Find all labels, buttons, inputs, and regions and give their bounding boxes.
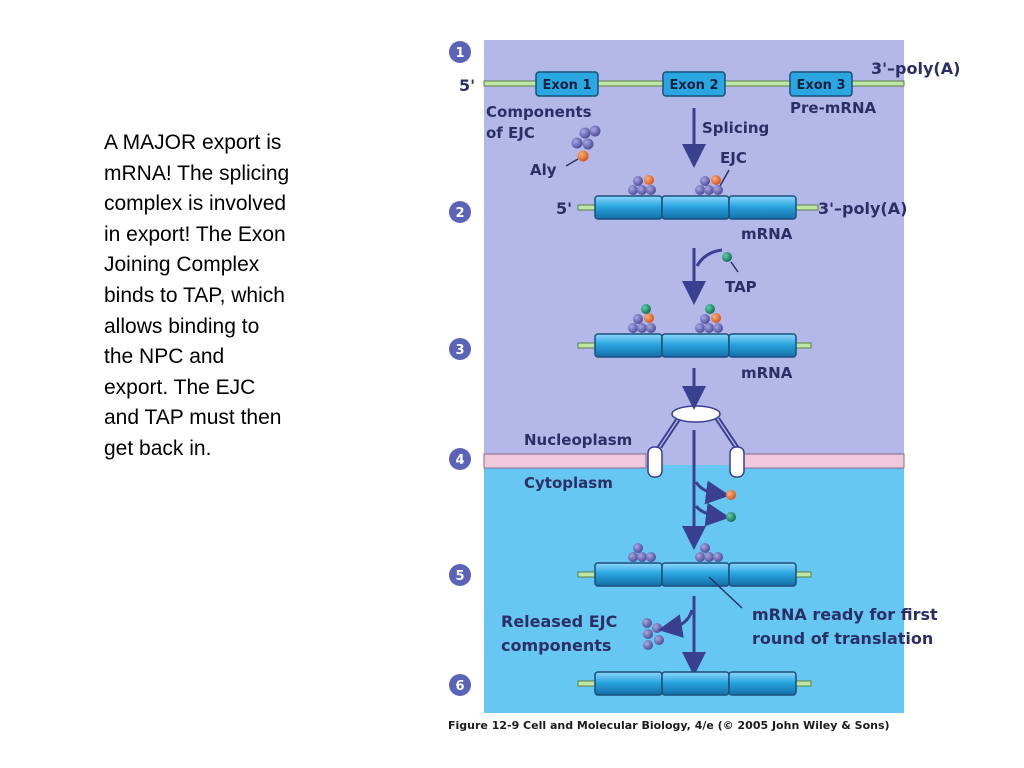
mrna-label-2: mRNA — [741, 225, 793, 243]
step-6-marker: 6 — [449, 674, 471, 696]
mrna-label-3: mRNA — [741, 364, 793, 382]
mrna-ready-label-line1: mRNA ready for first — [752, 605, 938, 624]
step-2-marker: 2 — [449, 201, 471, 223]
nuclear-pore-complex — [647, 405, 745, 478]
splicing-label: Splicing — [702, 119, 769, 137]
cytoplasm-label: Cytoplasm — [524, 474, 613, 492]
nuclear-envelope — [483, 453, 905, 469]
nucleoplasm-label: Nucleoplasm — [524, 431, 632, 449]
ejc-tap-complex-2 — [695, 304, 723, 333]
figure-caption: Figure 12-9 Cell and Molecular Biology, … — [448, 719, 890, 732]
mrna-ready-label-line2: round of translation — [752, 629, 933, 648]
three-prime-polya-label-top: 3'–poly(A) — [871, 59, 960, 78]
ejc-remaining-2 — [695, 543, 723, 562]
tap-binding-arrow — [682, 248, 739, 305]
svg-text:6: 6 — [455, 679, 464, 694]
mrna-step-2 — [577, 175, 819, 220]
aly-label: Aly — [530, 161, 557, 179]
three-prime-polya-label-2: 3'–poly(A) — [818, 199, 907, 218]
ejc-components-cluster — [565, 125, 601, 167]
tap-label: TAP — [725, 278, 757, 296]
svg-text:Exon 1: Exon 1 — [542, 78, 591, 93]
components-label-line2: of EJC — [486, 124, 535, 142]
mrna-step-5 — [577, 543, 812, 609]
step-3-marker: 3 — [449, 338, 471, 360]
exon-2: Exon 2 — [662, 71, 726, 97]
step-4-marker: 4 — [449, 448, 471, 470]
pre-mrna-label: Pre-mRNA — [790, 99, 877, 117]
step-1-marker: 1 — [449, 41, 471, 63]
five-prime-label-2: 5' — [556, 199, 572, 218]
ejc-protein-1 — [628, 175, 656, 195]
released-ejc-label-line2: components — [501, 636, 611, 655]
exon-1: Exon 1 — [535, 71, 599, 97]
exon-3: Exon 3 — [789, 71, 853, 97]
svg-text:Exon 3: Exon 3 — [796, 78, 845, 93]
ejc-label: EJC — [720, 149, 747, 167]
release-arrow — [658, 609, 694, 638]
step-markers: 1 2 3 4 5 6 — [449, 41, 471, 696]
side-explanation-text: A MAJOR export is mRNA! The splicing com… — [104, 131, 290, 460]
ejc-remaining-1 — [628, 543, 656, 562]
release-arrows — [682, 430, 736, 550]
svg-text:2: 2 — [455, 206, 464, 221]
svg-text:3: 3 — [455, 343, 464, 358]
svg-text:4: 4 — [455, 453, 464, 468]
pre-mrna: Exon 1 Exon 2 Exon 3 — [483, 71, 905, 97]
mrna-step-6 — [577, 671, 812, 696]
ejc-protein-2 — [695, 175, 723, 195]
step-5-marker: 5 — [449, 564, 471, 586]
svg-text:5: 5 — [455, 569, 464, 584]
svg-text:1: 1 — [455, 46, 464, 61]
mrna-step-3 — [577, 304, 812, 358]
svg-text:Exon 2: Exon 2 — [669, 78, 718, 93]
released-ejc-label-line1: Released EJC — [501, 612, 617, 631]
ejc-tap-complex-1 — [628, 304, 656, 333]
components-label-line1: Components — [486, 103, 592, 121]
five-prime-label-top: 5' — [459, 76, 475, 95]
